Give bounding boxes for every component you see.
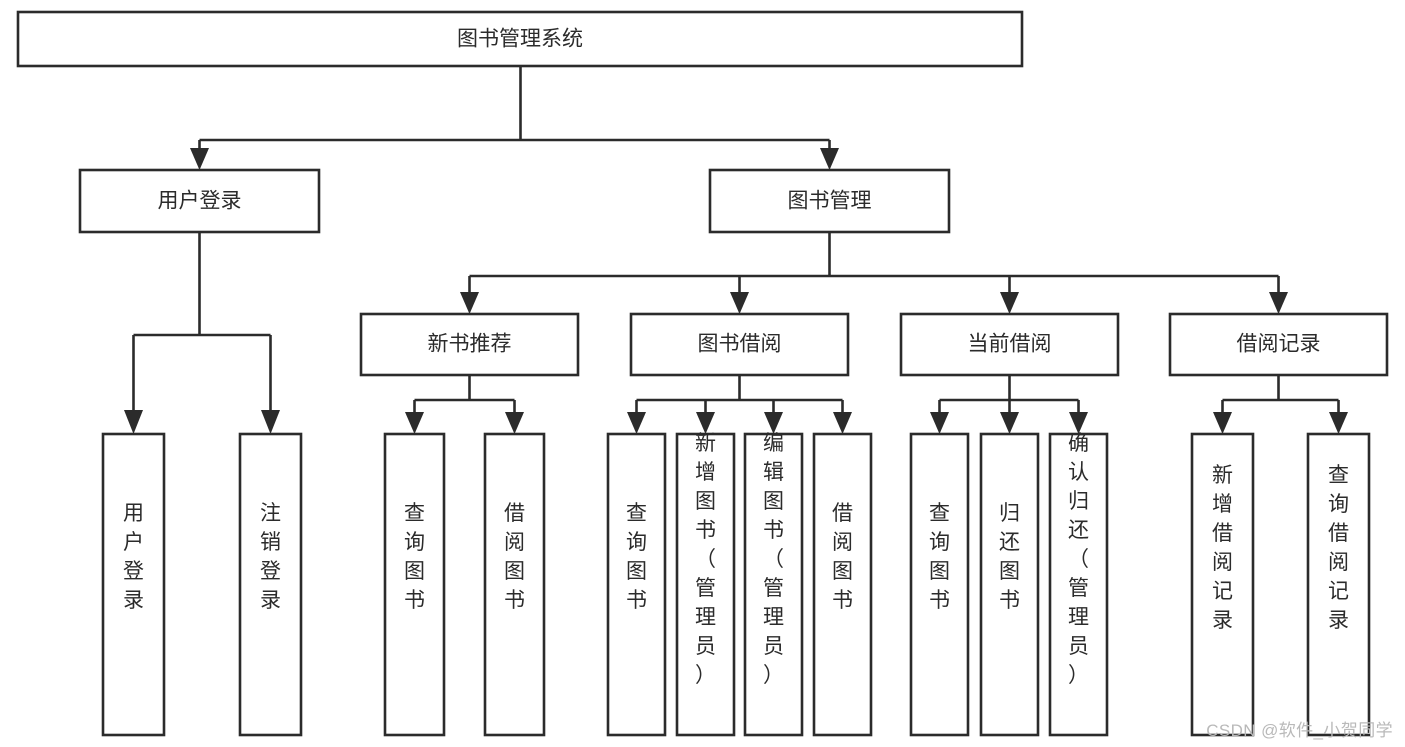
node-current-borrow-label: 当前借阅: [968, 333, 1052, 356]
node-root-label: 图书管理系统: [457, 28, 583, 51]
arrowhead-borrow: [730, 292, 749, 314]
leaf-node-user-login-box[interactable]: [101, 432, 166, 737]
leaf-node-return-book[interactable]: 归还图书: [979, 432, 1040, 737]
leaf-node-query-book-2-box[interactable]: [606, 432, 667, 737]
arrowhead-leaf-12: [1213, 412, 1232, 434]
leaf-node-edit-book-admin-label: 编辑图书（管理员）: [763, 432, 784, 687]
arrowhead-leaf-6: [696, 412, 715, 434]
leaf-node-borrow-book-1-box[interactable]: [483, 432, 546, 737]
arrowhead-user-login: [190, 148, 209, 170]
leaf-node-query-book-1-label: 查询图书: [404, 502, 425, 612]
arrowhead-leaf-2: [261, 410, 280, 434]
node-book-management-box[interactable]: [708, 168, 951, 234]
leaf-node-user-login[interactable]: 用户登录: [101, 432, 166, 737]
leaf-node-return-book-box[interactable]: [979, 432, 1040, 737]
arrowhead-leaf-4: [505, 412, 524, 434]
node-book-management[interactable]: 图书管理: [708, 168, 951, 234]
leaf-node-query-book-2[interactable]: 查询图书: [606, 432, 667, 737]
node-book-borrow-box[interactable]: [629, 312, 850, 377]
leaf-node-add-book-admin-box[interactable]: [675, 432, 736, 737]
node-new-book-recommend-box[interactable]: [359, 312, 580, 377]
node-user-login-label: 用户登录: [158, 190, 242, 213]
leaf-node-query-borrow-record[interactable]: 查询借阅记录: [1306, 432, 1371, 737]
leaf-node-borrow-book-2[interactable]: 借阅图书: [812, 432, 873, 737]
arrowhead-new-book: [460, 292, 479, 314]
arrowhead-book-manage: [820, 148, 839, 170]
leaf-node-confirm-return-admin-label: 确认归还（管理员）: [1068, 432, 1089, 687]
node-current-borrow[interactable]: 当前借阅: [899, 312, 1120, 377]
leaf-node-query-book-1-box[interactable]: [383, 432, 446, 737]
node-user-login-box[interactable]: [78, 168, 321, 234]
leaf-node-add-book-admin-label: 新增图书（管理员）: [695, 432, 716, 687]
node-borrow-record-box[interactable]: [1168, 312, 1389, 377]
arrowhead-leaf-11: [1069, 412, 1088, 434]
node-root-book-management-system[interactable]: 图书管理系统: [16, 10, 1024, 68]
leaf-node-add-borrow-record[interactable]: 新增借阅记录: [1190, 432, 1255, 737]
leaf-node-borrow-book-1[interactable]: 借阅图书: [483, 432, 546, 737]
leaf-node-query-borrow-record-box[interactable]: [1306, 432, 1371, 737]
leaf-node-user-login-label: 用户登录: [123, 502, 144, 612]
leaf-node-query-book-2-label: 查询图书: [626, 502, 647, 612]
leaf-node-add-book-admin[interactable]: 新增图书（管理员）: [675, 432, 736, 737]
arrowhead-leaf-7: [764, 412, 783, 434]
leaf-node-logout[interactable]: 注销登录: [238, 432, 303, 737]
leaf-node-query-book-1[interactable]: 查询图书: [383, 432, 446, 737]
leaf-node-borrow-book-1-label: 借阅图书: [504, 502, 525, 612]
arrowhead-record: [1269, 292, 1288, 314]
node-user-login[interactable]: 用户登录: [78, 168, 321, 234]
leaf-node-add-borrow-record-label: 新增借阅记录: [1212, 464, 1233, 632]
connector-layer: [132, 66, 1340, 414]
leaf-node-edit-book-admin-box[interactable]: [743, 432, 804, 737]
node-new-book-recommend-label: 新书推荐: [428, 333, 512, 356]
arrowhead-layer: [124, 148, 1348, 434]
node-borrow-record-label: 借阅记录: [1237, 333, 1321, 356]
arrowhead-leaf-10: [1000, 412, 1019, 434]
arrowhead-current: [1000, 292, 1019, 314]
node-borrow-record[interactable]: 借阅记录: [1168, 312, 1389, 377]
arrowhead-leaf-9: [930, 412, 949, 434]
node-book-borrow-label: 图书借阅: [698, 333, 782, 356]
leaf-node-query-book-3-label: 查询图书: [929, 502, 950, 612]
arrowhead-leaf-13: [1329, 412, 1348, 434]
leaf-node-return-book-label: 归还图书: [999, 502, 1020, 612]
leaf-node-confirm-return-admin[interactable]: 确认归还（管理员）: [1048, 432, 1109, 737]
node-book-management-label: 图书管理: [788, 190, 872, 213]
arrowhead-leaf-5: [627, 412, 646, 434]
leaf-node-logout-box[interactable]: [238, 432, 303, 737]
arrowhead-leaf-3: [405, 412, 424, 434]
leaf-node-borrow-book-2-box[interactable]: [812, 432, 873, 737]
leaf-node-query-book-3[interactable]: 查询图书: [909, 432, 970, 737]
leaf-node-query-borrow-record-label: 查询借阅记录: [1328, 464, 1349, 632]
leaf-node-add-borrow-record-box[interactable]: [1190, 432, 1255, 737]
leaf-node-logout-label: 注销登录: [260, 502, 281, 612]
arrowhead-leaf-1: [124, 410, 143, 434]
leaf-node-borrow-book-2-label: 借阅图书: [832, 502, 853, 612]
leaf-node-edit-book-admin[interactable]: 编辑图书（管理员）: [743, 432, 804, 737]
leaf-node-query-book-3-box[interactable]: [909, 432, 970, 737]
node-new-book-recommend[interactable]: 新书推荐: [359, 312, 580, 377]
node-current-borrow-box[interactable]: [899, 312, 1120, 377]
node-book-borrow[interactable]: 图书借阅: [629, 312, 850, 377]
leaf-node-confirm-return-admin-box[interactable]: [1048, 432, 1109, 737]
node-root-box[interactable]: [16, 10, 1024, 68]
arrowhead-leaf-8: [833, 412, 852, 434]
